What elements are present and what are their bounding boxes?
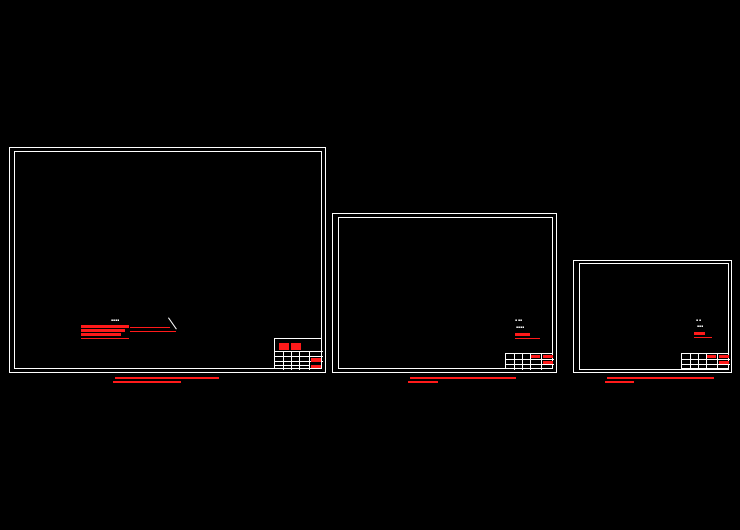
sheet-3-title-block-logo	[719, 355, 729, 358]
sheet-1-notes-heading: ▪▪▪▪	[111, 318, 120, 322]
sheet-3-tb-grid-v4	[717, 354, 718, 370]
drawing-sheet-2-inner-border	[338, 217, 553, 369]
sheet-3-caption-line-2	[605, 381, 634, 383]
sheet-3-notes-heading: ▪ ▪	[696, 318, 702, 322]
sheet-1-tb-grid-v3	[299, 351, 300, 370]
sheet-2-title-block[interactable]	[505, 353, 554, 370]
sheet-1-title-block-drawing-name	[291, 343, 301, 350]
drawing-sheet-3-inner-border	[579, 263, 729, 370]
sheet-2-tb-grid-v2	[522, 354, 523, 370]
sheet-1-notes-line-1	[130, 327, 170, 328]
sheet-2-tb-grid-v1	[514, 354, 515, 370]
sheet-1-title-block-sheet-no	[311, 365, 321, 368]
sheet-1-tb-grid-v1	[283, 351, 284, 370]
sheet-3-title-block-stamp	[707, 355, 716, 358]
sheet-1-notes-block-row-2	[81, 329, 125, 332]
sheet-2-title-block-stamp	[531, 355, 540, 358]
sheet-3-notes-block	[694, 332, 705, 335]
sheet-3-notes-line	[694, 337, 712, 338]
sheet-2-caption-line-2	[408, 381, 438, 383]
sheet-1-tb-grid-v4	[309, 351, 310, 370]
sheet-1-caption-line-1	[115, 377, 219, 379]
sheet-2-title-block-sheet-no	[543, 361, 553, 364]
sheet-2-notes-subheading: ▪▪▪▪	[516, 325, 525, 329]
sheet-3-notes-subheading: ▪▪▪	[697, 324, 704, 328]
drawing-sheet-1-outer-border[interactable]	[9, 147, 326, 373]
sheet-2-caption-line-1	[410, 377, 516, 379]
sheet-2-tb-grid-v4	[541, 354, 542, 370]
sheet-1-title-block-logo	[279, 343, 289, 350]
sheet-1-notes-line-2	[130, 331, 176, 332]
sheet-2-tb-grid-v3	[530, 354, 531, 370]
sheet-3-title-block-sheet-no	[719, 361, 729, 364]
sheet-3-title-block[interactable]	[681, 353, 730, 370]
sheet-3-caption-line-1	[607, 377, 714, 379]
sheet-2-notes-line	[515, 338, 540, 339]
sheet-3-tb-grid-v2	[698, 354, 699, 370]
sheet-1-notes-block	[81, 325, 129, 328]
drawing-sheet-1-inner-border	[14, 151, 322, 369]
sheet-1-notes-block-row-3	[81, 333, 121, 336]
sheet-1-notes-line-3	[81, 338, 129, 339]
sheet-1-title-block[interactable]	[274, 338, 323, 370]
sheet-1-tb-grid-h4	[275, 365, 309, 366]
drawing-sheet-2-outer-border[interactable]	[332, 213, 557, 373]
sheet-1-title-block-stamp	[311, 358, 321, 362]
sheet-2-title-block-logo	[543, 355, 553, 358]
sheet-1-tb-grid-v2	[291, 351, 292, 370]
drawing-sheet-3-outer-border[interactable]	[573, 260, 732, 373]
sheet-3-tb-grid-v1	[690, 354, 691, 370]
sheet-1-caption-line-2	[113, 381, 181, 383]
sheet-2-notes-heading: ▪ ▪▪	[515, 318, 523, 322]
sheet-2-notes-block	[515, 333, 530, 336]
sheet-3-tb-grid-v3	[706, 354, 707, 370]
